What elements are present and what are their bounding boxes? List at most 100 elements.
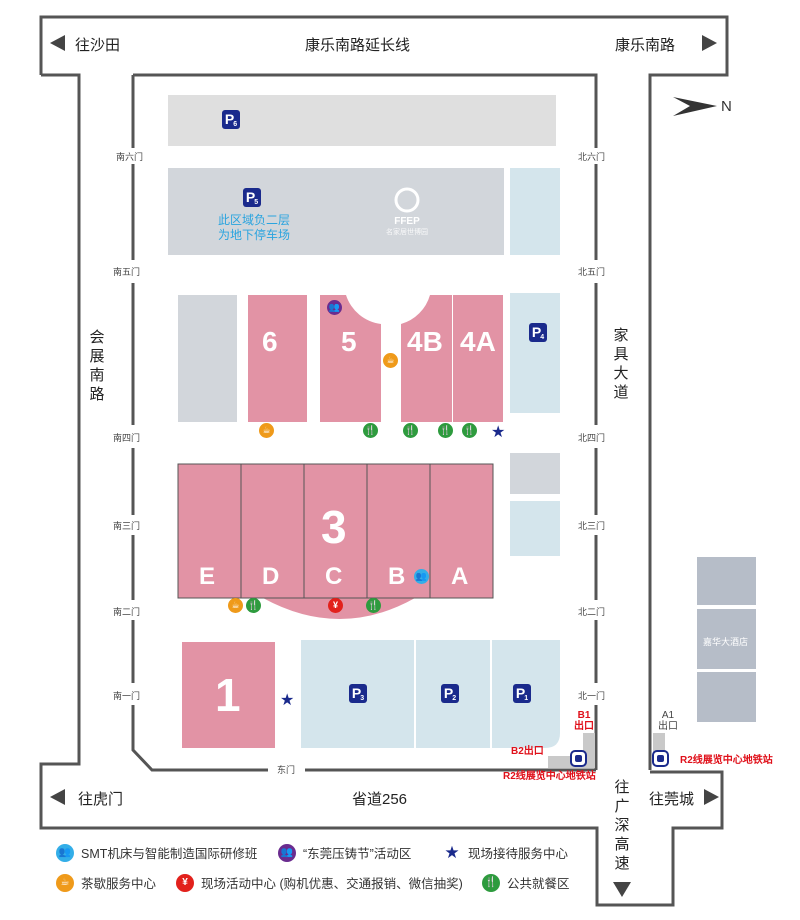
money-icon: ¥ <box>176 873 194 892</box>
gate-south-3: 南三门 <box>113 518 141 533</box>
hall-6-label[interactable]: 6 <box>262 326 278 357</box>
hall-4b-label[interactable]: 4B <box>407 326 443 357</box>
gray-block-east <box>510 453 560 494</box>
star-icon: ★ <box>491 424 506 441</box>
hall-3b-label[interactable]: B <box>388 563 406 590</box>
p4-area <box>510 293 560 413</box>
ffep-label: FFEP 名家居世博园 <box>386 216 428 236</box>
gray-block-west <box>178 295 237 422</box>
arrow-down <box>613 882 631 897</box>
legend-activity-center: ¥ 现场活动中心 (购机优惠、交通报销、微信抽奖) <box>176 873 463 892</box>
blue-block-east <box>510 501 560 556</box>
hotel-label: 嘉华大酒店 <box>703 637 749 647</box>
hall-5-shape <box>320 295 381 422</box>
food-icon: 🍴 <box>462 423 477 438</box>
gate-south-2: 南二门 <box>113 604 141 619</box>
gate-north-6: 北六门 <box>578 149 606 164</box>
road-label-provincial-256: 省道256 <box>352 791 408 808</box>
hotel-block-2 <box>697 609 756 669</box>
money-icon: ¥ <box>328 598 343 613</box>
parking-p4-icon: P4 <box>529 323 547 342</box>
tea-icon: ☕ <box>383 353 398 368</box>
food-icon: 🍴 <box>403 423 418 438</box>
hall-6-shape <box>248 295 307 422</box>
hall-5-label[interactable]: 5 <box>341 326 357 357</box>
metro-station-icon[interactable] <box>652 750 669 767</box>
hall-3-shape <box>177 463 494 599</box>
road-label-to-shatian: 往沙田 <box>75 37 121 54</box>
hall-4a-label[interactable]: 4A <box>460 326 496 357</box>
metro-station-label-left: R2线展览中心地铁站 <box>503 771 596 782</box>
tea-icon: ☕ <box>228 598 243 613</box>
legend-tea: ☕ 茶歇服务中心 <box>56 873 156 892</box>
smt-course-icon: 👥 <box>414 569 429 584</box>
p-area-123 <box>301 640 560 748</box>
hall-1-shape <box>182 642 275 748</box>
ffep-logo <box>394 187 420 213</box>
road-label-to-guangshen-expressway: 往广深高速 <box>614 779 630 872</box>
tea-icon: ☕ <box>259 423 274 438</box>
food-icon: 🍴 <box>438 423 453 438</box>
gate-south-5: 南五门 <box>113 264 141 279</box>
north-parking-strip-1 <box>510 168 560 255</box>
gate-south-1: 南一门 <box>113 688 141 703</box>
parking-p3-icon: P3 <box>349 684 367 703</box>
legend-press-festival: 👥 “东莞压铸节”活动区 <box>278 843 411 862</box>
compass-north-label: N <box>721 98 732 115</box>
hall-1-label[interactable]: 1 <box>215 669 241 721</box>
gate-north-1: 北一门 <box>578 688 606 703</box>
parking-p6-icon: P6 <box>222 110 240 129</box>
gate-north-2: 北二门 <box>578 604 606 619</box>
smt-icon: 👥 <box>56 843 74 862</box>
gate-east: 东门 <box>274 763 299 776</box>
press-festival-icon: 👥 <box>327 300 342 315</box>
p5-underground-note: 此区域负二层为地下停车场 <box>217 213 290 242</box>
gate-south-4: 南四门 <box>113 430 141 445</box>
hall-3-label[interactable]: 3 <box>321 501 347 553</box>
press-icon: 👥 <box>278 843 296 862</box>
legend-dining: 🍴 公共就餐区 <box>482 873 570 892</box>
gate-north-5: 北五门 <box>578 264 606 279</box>
food-icon: 🍴 <box>363 423 378 438</box>
hall-3d-label[interactable]: D <box>262 563 280 590</box>
metro-station-label-right: R2线展览中心地铁站 <box>680 755 773 766</box>
hall-3a-label[interactable]: A <box>451 563 469 590</box>
parking-p2-icon: P2 <box>441 684 459 703</box>
arrow-right-bottom <box>704 789 719 805</box>
venue-boundary <box>133 73 598 148</box>
food-icon: 🍴 <box>482 873 500 892</box>
arrow-left-bottom <box>50 789 65 805</box>
road-label-furniture-avenue: 家具大道 <box>613 327 629 401</box>
metro-exit-b2: B2出口 <box>511 746 544 757</box>
road-label-to-guancheng: 往莞城 <box>649 791 695 808</box>
hall-3e-label[interactable]: E <box>199 563 216 590</box>
food-icon: 🍴 <box>246 598 261 613</box>
hotel-block-1 <box>697 557 756 605</box>
gate-north-4: 北四门 <box>578 430 606 445</box>
tea-icon: ☕ <box>56 873 74 892</box>
food-icon: 🍴 <box>366 598 381 613</box>
hall-3c-label[interactable]: C <box>325 563 343 590</box>
road-label-to-humen: 往虎门 <box>78 791 124 808</box>
star-icon: ★ <box>280 692 295 709</box>
hall-4b-shape <box>401 295 452 422</box>
gate-south-6: 南六门 <box>116 149 144 164</box>
hotel-block-3 <box>697 672 756 722</box>
road-outline-top-left <box>39 15 729 770</box>
p5-area <box>168 168 504 255</box>
parking-p5-icon: P5 <box>243 188 261 207</box>
star-icon: ★ <box>444 842 460 862</box>
legend-smt-course: 👥 SMT机床与智能制造国际研修班 <box>56 843 257 862</box>
metro-station-icon[interactable] <box>570 750 587 767</box>
compass-arrow <box>673 97 717 116</box>
arrow-left-top <box>50 35 65 51</box>
legend-reception: ★ 现场接待服务中心 <box>444 842 569 862</box>
gate-north-3: 北三门 <box>578 518 606 533</box>
hall-4a-shape <box>453 295 503 422</box>
road-label-kangle-south-ext: 康乐南路延长线 <box>305 37 411 54</box>
road-label-huizhan-south: 会展南路 <box>89 329 105 403</box>
parking-p1-icon: P1 <box>513 684 531 703</box>
